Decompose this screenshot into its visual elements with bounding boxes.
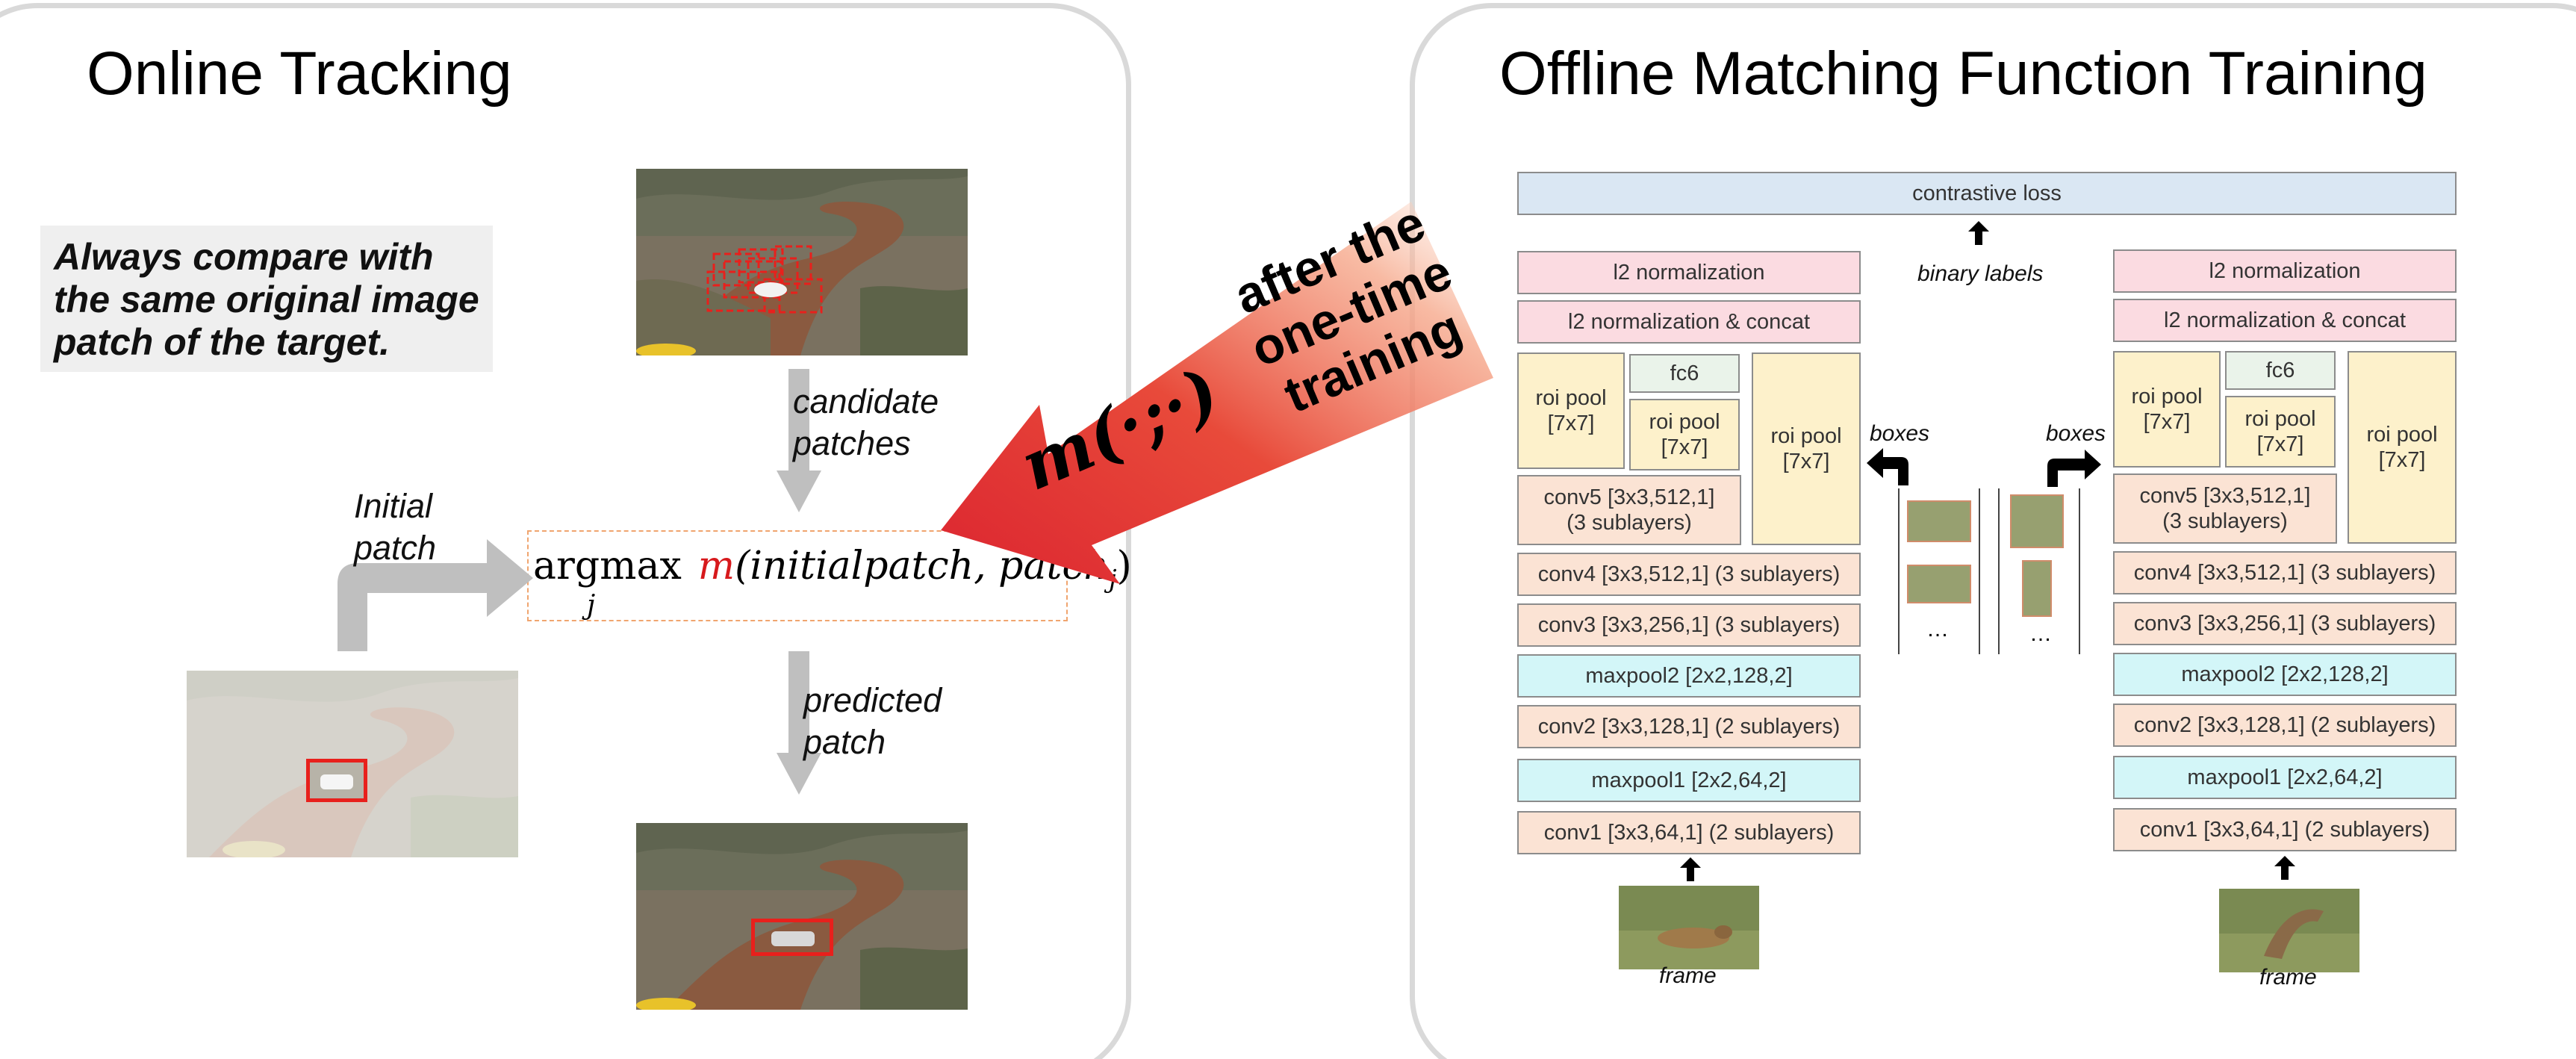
roi-pool-c-right: roi pool [7x7] [2348,351,2457,544]
conv2-right: conv2 [3x3,128,1] (2 sublayers) [2113,704,2457,747]
frame-up-arrow-left [1680,857,1701,881]
box-thumb [2022,560,2052,617]
note-box: Always compare with the same original im… [40,226,493,372]
fc6-right: fc6 [2225,351,2336,390]
predicted-down-arrow [777,651,821,795]
online-tracking-title: Online Tracking [87,40,512,108]
boxes-column-right: … [1998,488,2080,654]
transfer-arrow [941,202,1493,584]
conv1-left: conv1 [3x3,64,1] (2 sublayers) [1517,811,1861,854]
loss-up-arrow [1968,221,1989,245]
conv5-right: conv5 [3x3,512,1] (3 sublayers) [2113,473,2337,544]
roi-pool-b-left: roi pool [7x7] [1629,399,1740,471]
roi-pool-a-left: roi pool [7x7] [1517,353,1625,469]
conv3-right: conv3 [3x3,256,1] (3 sublayers) [2113,602,2457,645]
roi-pool-a-right: roi pool [7x7] [2113,351,2221,468]
frame-photo-left [1619,886,1759,969]
l2-norm-left: l2 normalization [1517,251,1861,294]
note-line: Always compare with [54,236,434,278]
maxpool1-right: maxpool1 [2x2,64,2] [2113,756,2457,799]
argmax-subscript: j [587,590,596,621]
candidate-label: candidate patches [793,382,939,462]
conv2-left: conv2 [3x3,128,1] (2 sublayers) [1517,705,1861,748]
predicted-frame-photo [636,823,968,1010]
maxpool2-right: maxpool2 [2x2,128,2] [2113,653,2457,696]
initial-patch-arrow [337,539,533,651]
conv3-left: conv3 [3x3,256,1] (3 sublayers) [1517,603,1861,647]
note-line: patch of the target. [54,321,391,363]
maxpool2-left: maxpool2 [2x2,128,2] [1517,654,1861,698]
initial-label: Initial patch [354,487,437,567]
candidate-down-arrow [777,369,821,512]
fc6-left: fc6 [1629,354,1740,393]
box-thumb [1907,500,1971,542]
initial-frame-photo [187,671,518,857]
formula-m: m [697,544,735,588]
predicted-patch-box [751,919,833,956]
l2-norm-right: l2 normalization [2113,249,2457,293]
frame-label-right: frame [2259,965,2317,990]
note-line: the same original image [54,279,479,320]
frame-label-left: frame [1659,963,1717,988]
initial-patch-box [306,759,367,802]
boxes-ellipsis-right: … [2029,621,2052,646]
boxes-label-left: boxes [1870,421,1930,446]
candidate-frame-photo [636,169,968,355]
boxes-label-right: boxes [2046,421,2106,446]
conv5-left: conv5 [3x3,512,1] (3 sublayers) [1517,475,1741,545]
offline-training-title: Offline Matching Function Training [1499,40,2427,108]
contrastive-loss-layer: contrastive loss [1517,172,2457,215]
formula-close: ) [1116,544,1132,588]
l2-norm-concat-right: l2 normalization & concat [2113,299,2457,342]
conv1-right: conv1 [3x3,64,1] (2 sublayers) [2113,808,2457,851]
boxes-ellipsis-left: … [1926,617,1949,642]
argmax-operator: argmax [533,544,682,588]
conv4-left: conv4 [3x3,512,1] (3 sublayers) [1517,553,1861,596]
frame-up-arrow-right [2274,856,2295,880]
boxes-arrow-right [2047,450,2101,487]
binary-labels: binary labels [1917,261,2044,286]
box-thumb [1907,565,1971,603]
box-thumb [2010,494,2064,548]
boxes-column-left: … [1898,488,1980,654]
l2-norm-concat-left: l2 normalization & concat [1517,300,1861,344]
predicted-label: predicted patch [803,681,942,761]
frame-photo-right [2219,889,2359,972]
roi-pool-b-right: roi pool [7x7] [2225,396,2336,468]
maxpool1-left: maxpool1 [2x2,64,2] [1517,759,1861,802]
roi-pool-c-left: roi pool [7x7] [1752,353,1861,545]
boxes-arrow-left [1867,448,1908,485]
conv4-right: conv4 [3x3,512,1] (3 sublayers) [2113,551,2457,594]
